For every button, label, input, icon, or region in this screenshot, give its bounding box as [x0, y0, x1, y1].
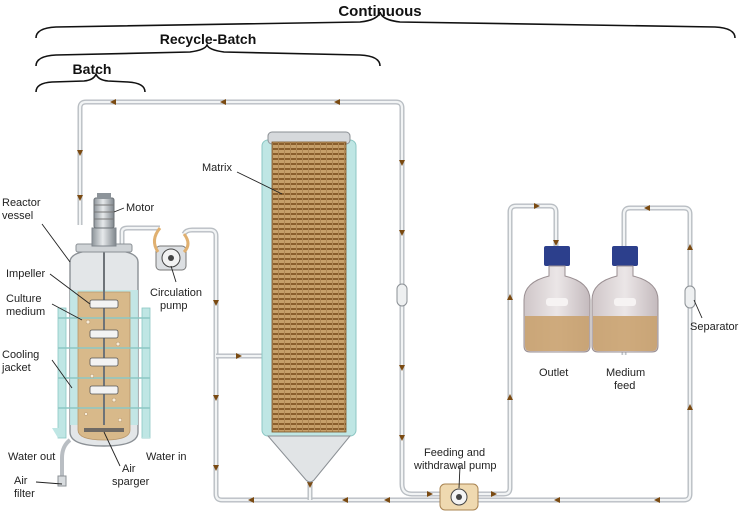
motor-label: Motor [126, 202, 154, 214]
air-filter-label-1: Air [14, 475, 28, 487]
circulation-pump [153, 227, 190, 271]
reactor-vessel-label-1: Reactor [2, 197, 41, 209]
outlet-bottle [523, 246, 591, 353]
impeller-label: Impeller [6, 268, 45, 280]
air-sparger-label-1: Air [122, 463, 136, 475]
feeding-withdrawal-pump [439, 483, 479, 511]
feeding-pump-label-2: withdrawal pump [413, 460, 497, 472]
medium-feed-label-1: Medium [606, 367, 645, 379]
separator-left [396, 283, 408, 307]
matrix [271, 141, 347, 433]
feeding-pump-label-1: Feeding and [424, 447, 485, 459]
matrix-label: Matrix [202, 162, 232, 174]
continuous-brace [35, 11, 736, 39]
recycle-batch-brace [35, 42, 381, 67]
culture-medium-label-2: medium [6, 306, 45, 318]
culture-medium-label-1: Culture [6, 293, 41, 305]
circulation-pump-label-2: pump [160, 300, 188, 312]
reactor [52, 193, 151, 487]
separator-right [684, 285, 696, 309]
continuous-label: Continuous [338, 3, 421, 20]
batch-label: Batch [73, 61, 112, 77]
water-out-label: Water out [8, 451, 55, 463]
outlet-label: Outlet [539, 367, 568, 379]
matrix-column [261, 131, 357, 483]
reactor-vessel-label-2: vessel [2, 210, 33, 222]
medium-feed-label-2: feed [614, 380, 635, 392]
leader-lines [35, 171, 703, 489]
medium-feed-bottle [591, 246, 659, 353]
separator-label: Separator [690, 321, 739, 333]
recycle-batch-label: Recycle-Batch [160, 31, 257, 47]
cooling-jacket-label-1: Cooling [2, 349, 39, 361]
cooling-jacket-label-2: jacket [1, 362, 31, 374]
air-filter-label-2: filter [14, 488, 35, 500]
air-sparger-label-2: sparger [112, 476, 150, 488]
motor [93, 197, 115, 229]
circulation-pump-label-1: Circulation [150, 287, 202, 299]
batch-brace [35, 71, 146, 93]
water-in-label: Water in [146, 451, 187, 463]
